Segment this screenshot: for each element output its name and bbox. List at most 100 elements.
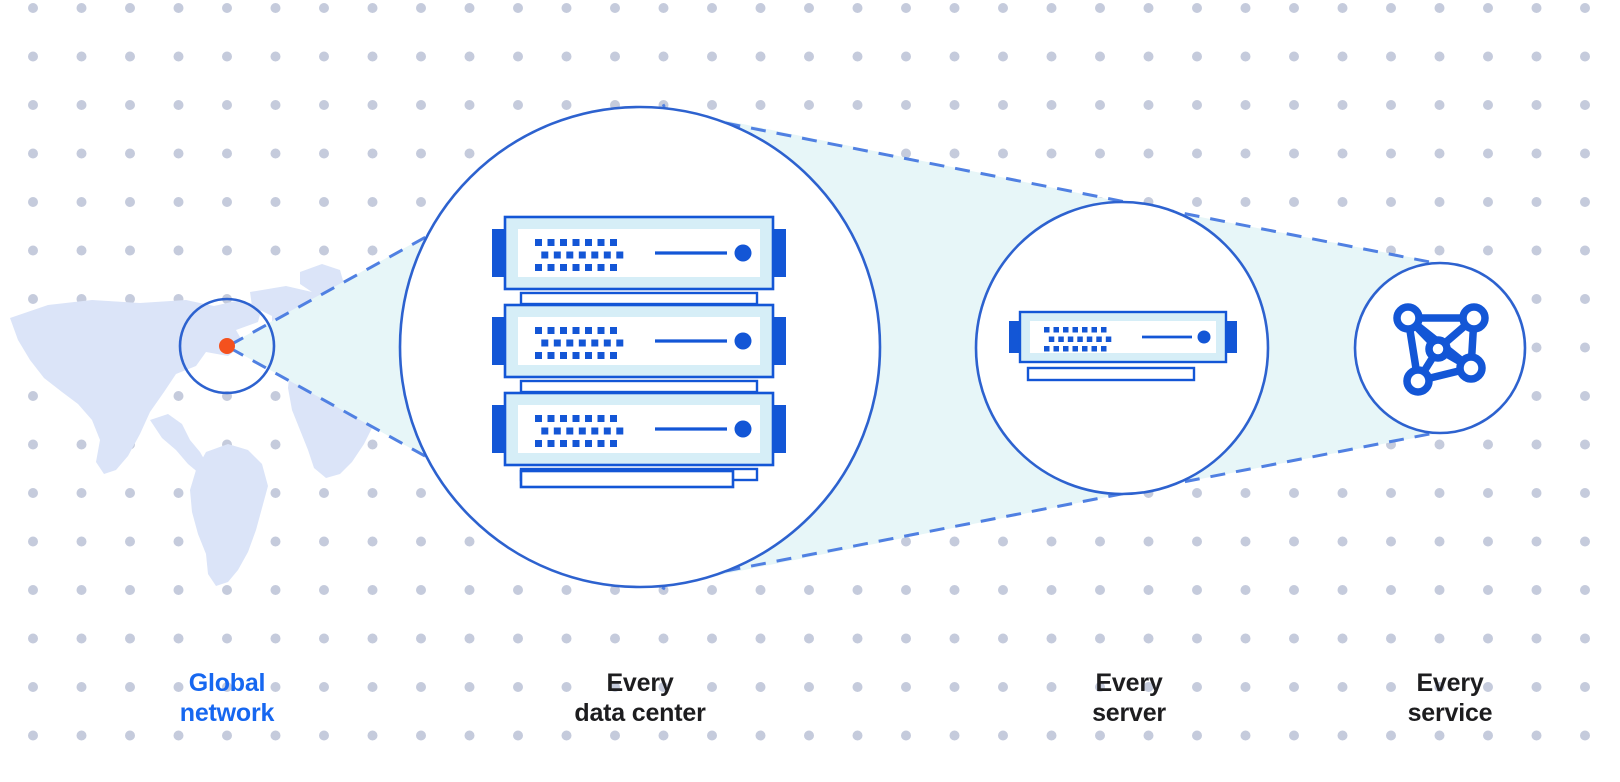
grid-dot xyxy=(901,148,911,159)
server-vent-dot xyxy=(566,339,574,347)
grid-dot xyxy=(561,682,572,692)
grid-dot xyxy=(464,100,475,110)
map-location-marker xyxy=(219,338,235,354)
grid-dot xyxy=(367,148,378,159)
grid-dot xyxy=(416,488,426,498)
grid-dot xyxy=(804,100,814,110)
grid-dot xyxy=(28,197,38,207)
grid-dot xyxy=(416,148,426,159)
grid-dot xyxy=(1434,730,1445,741)
server-vent-dot xyxy=(1096,336,1102,342)
grid-dot xyxy=(28,391,38,401)
grid-dot xyxy=(1483,488,1493,498)
grid-dot xyxy=(416,682,426,692)
server-vent-dot xyxy=(616,427,624,435)
grid-dot xyxy=(513,730,523,741)
server-vent-dot xyxy=(597,264,605,271)
label-every-service-line2: service xyxy=(1407,699,1493,727)
grid-dot xyxy=(173,633,184,644)
grid-dot xyxy=(1192,730,1202,741)
grid-dot xyxy=(1289,51,1299,62)
single-server-body xyxy=(1009,310,1237,364)
grid-dot xyxy=(1483,245,1493,256)
grid-dot xyxy=(125,148,135,159)
grid-dot xyxy=(707,3,717,13)
server-vent-dot xyxy=(547,264,555,271)
label-global-network-line2: network xyxy=(179,699,275,727)
grid-dot xyxy=(222,682,232,692)
server-vent-dot xyxy=(616,251,624,259)
server-vent-dot xyxy=(616,339,624,347)
grid-dot xyxy=(1434,633,1445,644)
grid-dot xyxy=(1531,342,1542,353)
grid-dot xyxy=(1483,3,1493,13)
grid-dot xyxy=(949,3,960,13)
grid-dot xyxy=(319,536,329,547)
server-vent-dot xyxy=(1077,336,1083,342)
grid-dot xyxy=(270,197,281,207)
grid-dot xyxy=(658,51,669,62)
grid-dot xyxy=(76,585,87,595)
grid-dot xyxy=(1289,682,1299,692)
server-vent-dot xyxy=(585,352,592,359)
grid-dot xyxy=(755,3,766,13)
grid-dot xyxy=(561,100,572,110)
grid-dot xyxy=(949,536,960,547)
grid-dot xyxy=(1483,100,1493,110)
grid-dot xyxy=(1046,100,1057,110)
server-vent-dot xyxy=(553,339,561,347)
grid-dot xyxy=(561,730,572,741)
grid-dot xyxy=(1531,100,1542,110)
server-vent-dot xyxy=(585,239,592,246)
grid-dot xyxy=(28,245,38,256)
label-every-server-line2: server xyxy=(1092,699,1166,727)
grid-dot xyxy=(1337,730,1348,741)
grid-dot xyxy=(270,245,281,256)
grid-dot xyxy=(1434,148,1445,159)
mesh-node xyxy=(1403,366,1433,396)
server-vent-dot xyxy=(547,440,555,447)
server-vent-dot xyxy=(572,440,580,447)
grid-dot xyxy=(998,585,1008,595)
grid-dot xyxy=(949,100,960,110)
grid-dot xyxy=(1531,391,1542,401)
server-vent-dot xyxy=(566,251,574,259)
grid-dot xyxy=(270,585,281,595)
grid-dot xyxy=(1095,148,1105,159)
server-vent-dot xyxy=(1082,327,1088,333)
grid-dot xyxy=(1289,100,1299,110)
grid-dot xyxy=(173,391,184,401)
grid-dot xyxy=(852,682,863,692)
grid-dot xyxy=(1386,245,1396,256)
server-vent-dot xyxy=(560,440,567,447)
grid-dot xyxy=(1192,100,1202,110)
server-vent-dot xyxy=(1063,327,1069,333)
grid-dot xyxy=(1386,585,1396,595)
grid-dot xyxy=(464,3,475,13)
grid-dot xyxy=(319,3,329,13)
server-vent-dot xyxy=(560,415,567,422)
server-vent-dot xyxy=(541,339,549,347)
server-vent-dot xyxy=(535,239,542,246)
server-vent-dot xyxy=(597,415,605,422)
server-vent-dot xyxy=(1082,346,1088,352)
grid-dot xyxy=(1240,633,1251,644)
grid-dot xyxy=(367,245,378,256)
grid-dot xyxy=(949,585,960,595)
grid-dot xyxy=(125,51,135,62)
grid-dot xyxy=(173,197,184,207)
server-vent-dot xyxy=(597,239,605,246)
grid-dot xyxy=(1192,3,1202,13)
grid-dot xyxy=(1095,536,1105,547)
grid-dot xyxy=(998,633,1008,644)
label-every-data-center-line2: data center xyxy=(574,699,706,727)
server-vent-dot xyxy=(1058,336,1064,342)
label-every-server-line1: Every xyxy=(1095,669,1163,697)
server-vent-dot xyxy=(591,427,599,435)
grid-dot xyxy=(1386,730,1396,741)
grid-dot xyxy=(1580,488,1590,498)
grid-dot xyxy=(1434,197,1445,207)
grid-dot xyxy=(125,488,135,498)
grid-dot xyxy=(1289,730,1299,741)
